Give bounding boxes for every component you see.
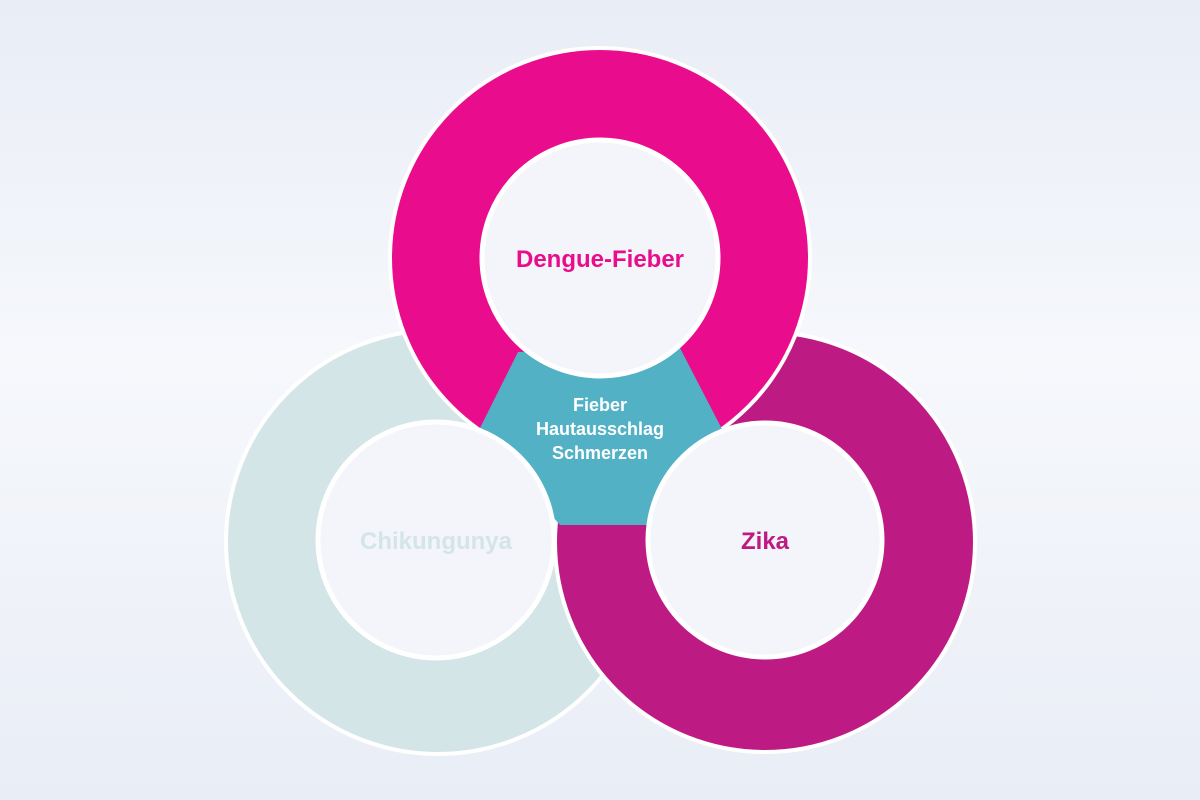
- shared-symptom-fever: Fieber: [573, 395, 627, 415]
- dengue-inner-circle: [479, 137, 721, 379]
- chikungunya-label: Chikungunya: [360, 528, 513, 555]
- chikungunya-inner-circle: [315, 419, 557, 661]
- shared-symptom-rash: Hautausschlag: [536, 419, 664, 439]
- zika-inner-circle: [645, 420, 885, 660]
- dengue-label: Dengue-Fieber: [516, 246, 684, 273]
- zika-label: Zika: [741, 528, 790, 555]
- shared-symptom-pain: Schmerzen: [552, 443, 648, 463]
